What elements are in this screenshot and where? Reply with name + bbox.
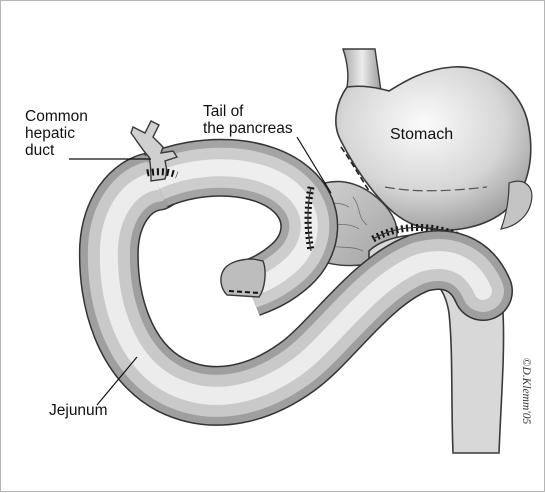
label-jejunum: Jejunum	[49, 402, 108, 419]
label-line: Tail of	[203, 103, 293, 120]
esophagus	[343, 49, 381, 91]
label-line: Common	[25, 108, 88, 125]
label-line: duct	[25, 142, 88, 159]
label-line: hepatic	[25, 125, 88, 142]
artist-signature: ©D.Klemm'05	[520, 358, 532, 424]
label-common-hepatic-duct: Common hepatic duct	[25, 108, 88, 159]
label-tail-of-pancreas: Tail of the pancreas	[203, 103, 293, 137]
jejunal-blind-end	[221, 259, 265, 297]
label-line: the pancreas	[203, 120, 293, 137]
label-stomach: Stomach	[390, 126, 453, 143]
